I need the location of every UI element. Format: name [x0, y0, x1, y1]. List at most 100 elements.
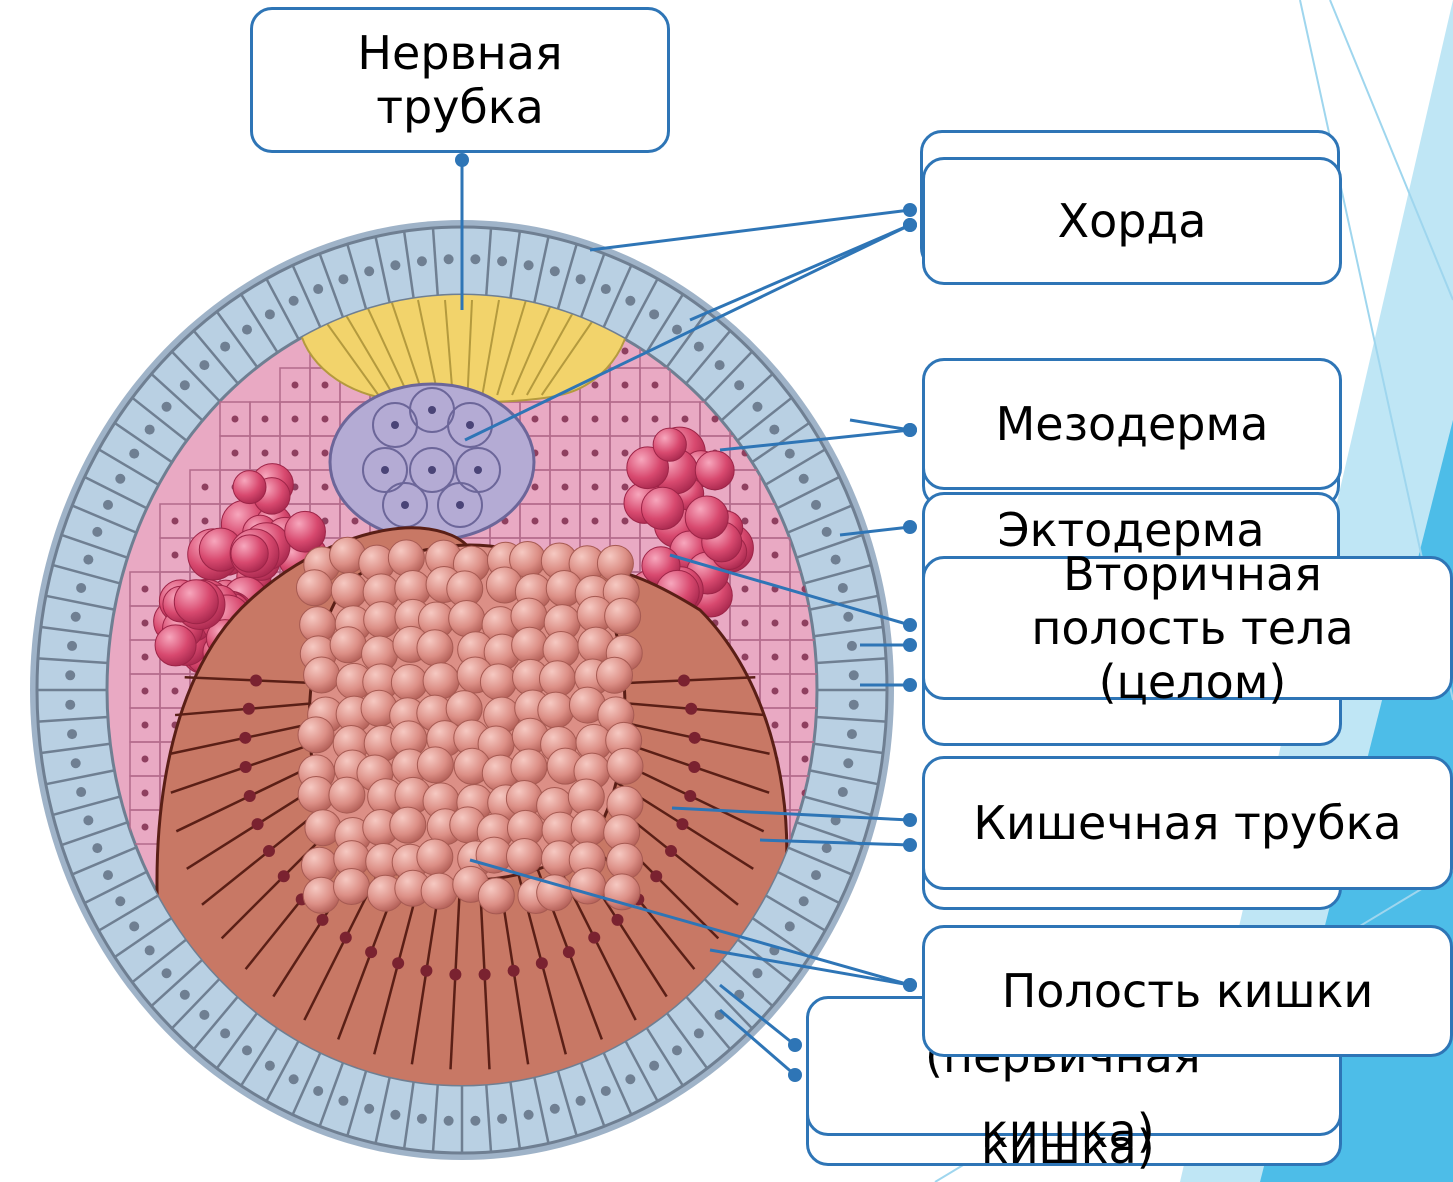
ectoderm-nucleus — [289, 296, 299, 306]
ectoderm-nucleus — [625, 1074, 635, 1084]
endoderm-nucleus — [676, 818, 688, 830]
ectoderm-nucleus — [92, 527, 102, 537]
mesoderm-nucleus — [742, 586, 749, 593]
ectoderm-nucleus — [550, 1104, 560, 1114]
endoderm-nucleus — [684, 790, 696, 802]
mesoderm-nucleus — [142, 620, 149, 627]
ectoderm-nucleus — [67, 729, 77, 739]
ectoderm-nucleus — [313, 284, 323, 294]
mesoderm-nucleus — [622, 416, 629, 423]
ectoderm-nucleus — [715, 360, 725, 370]
gut-cell — [570, 868, 606, 904]
gut-cell — [597, 657, 633, 693]
endoderm-nucleus — [678, 674, 690, 686]
mesoderm-nucleus — [142, 586, 149, 593]
ectoderm-nucleus — [71, 612, 81, 622]
ectoderm-nucleus — [672, 1045, 682, 1055]
mesoderm-nucleus — [292, 382, 299, 389]
ectoderm-nucleus — [625, 296, 635, 306]
mesoderm-nucleus — [562, 416, 569, 423]
leader-endpoint-dot — [903, 618, 917, 632]
mesoderm-nucleus — [622, 382, 629, 389]
gut-cell — [478, 878, 514, 914]
endoderm-nucleus — [479, 969, 491, 981]
ectoderm-nucleus — [129, 449, 139, 459]
label-gut-cavity: Полость кишки — [922, 925, 1453, 1057]
ectoderm-nucleus — [752, 402, 762, 412]
ectoderm-nucleus — [470, 1116, 480, 1126]
endoderm-nucleus — [508, 965, 520, 977]
ectoderm-nucleus — [769, 425, 779, 435]
mesoderm-nucleus — [352, 518, 359, 525]
mesoderm-nucleus — [802, 620, 809, 627]
chorda-nucleus — [456, 501, 464, 509]
mesoderm-nucleus — [562, 518, 569, 525]
chorda-leader — [690, 225, 910, 320]
mesoderm-nucleus — [802, 756, 809, 763]
mesoderm-nucleus — [622, 484, 629, 491]
mesoderm-nucleus — [532, 416, 539, 423]
ectoderm-nucleus — [849, 700, 859, 710]
ectoderm-nucleus — [847, 729, 857, 739]
mesoderm-nucleus — [172, 688, 179, 695]
gut-cell — [334, 869, 370, 905]
mesoderm-nucleus — [292, 416, 299, 423]
mesoderm-nucleus — [622, 450, 629, 457]
mesoderm-nucleus — [652, 382, 659, 389]
mesoderm-nucleus — [322, 382, 329, 389]
leader-endpoint-dot — [903, 520, 917, 534]
gut-cell — [506, 838, 542, 874]
mesoderm-nucleus — [772, 654, 779, 661]
mesoderm-nucleus — [592, 450, 599, 457]
gut-cell — [421, 873, 457, 909]
endoderm-nucleus — [240, 761, 252, 773]
ectoderm-nucleus — [799, 896, 809, 906]
coelom-cell — [685, 496, 728, 539]
label-gut-tube: Кишечная трубка — [922, 756, 1453, 890]
ectoderm-nucleus — [785, 921, 795, 931]
endoderm-nucleus — [563, 946, 575, 958]
leader-endpoint-dot — [903, 813, 917, 827]
ectoderm-nucleus — [162, 402, 172, 412]
mesoderm-nucleus — [772, 518, 779, 525]
ectoderm-nucleus — [199, 360, 209, 370]
gut-cell — [298, 717, 334, 753]
endoderm-nucleus — [239, 732, 251, 744]
ectoderm-nucleus — [822, 527, 832, 537]
mesoderm-nucleus — [742, 654, 749, 661]
endoderm-nucleus — [689, 732, 701, 744]
ectoderm-nucleus — [694, 1028, 704, 1038]
endoderm-nucleus — [688, 761, 700, 773]
gut-cell — [417, 747, 453, 783]
gut-cell — [607, 748, 643, 784]
ectoderm-nucleus — [338, 274, 348, 284]
ectoderm-nucleus — [811, 870, 821, 880]
ectoderm-nucleus — [694, 342, 704, 352]
label-coelom: Вторичная полость тела (целом) — [922, 556, 1453, 700]
mesoderm-nucleus — [682, 416, 689, 423]
ectoderm-nucleus — [129, 921, 139, 931]
mesoderm-nucleus — [142, 790, 149, 797]
label-gut-tube-text: Кишечная трубка — [973, 796, 1401, 850]
endoderm-nucleus — [340, 932, 352, 944]
endoderm-nucleus — [536, 957, 548, 969]
label-chorda: Хорда — [922, 157, 1342, 285]
ectoderm-nucleus — [115, 474, 125, 484]
mesoderm-nucleus — [712, 416, 719, 423]
gut-cell — [390, 807, 426, 843]
mesoderm-nucleus — [622, 518, 629, 525]
ectoderm-nucleus — [649, 309, 659, 319]
ectoderm-nucleus — [220, 1028, 230, 1038]
mesoderm-leader — [850, 420, 910, 430]
ectoderm-nucleus — [162, 968, 172, 978]
ectoderm-nucleus — [180, 380, 190, 390]
mesoderm-nucleus — [172, 518, 179, 525]
ectoderm-nucleus — [550, 266, 560, 276]
coelom-cell — [285, 511, 326, 552]
gut-cell — [330, 627, 366, 663]
mesoderm-nucleus — [322, 450, 329, 457]
ectoderm-nucleus — [601, 1086, 611, 1096]
label-mesoderm-text: Мезодерма — [996, 397, 1269, 451]
mesoderm-nucleus — [802, 722, 809, 729]
endoderm-nucleus — [250, 674, 262, 686]
